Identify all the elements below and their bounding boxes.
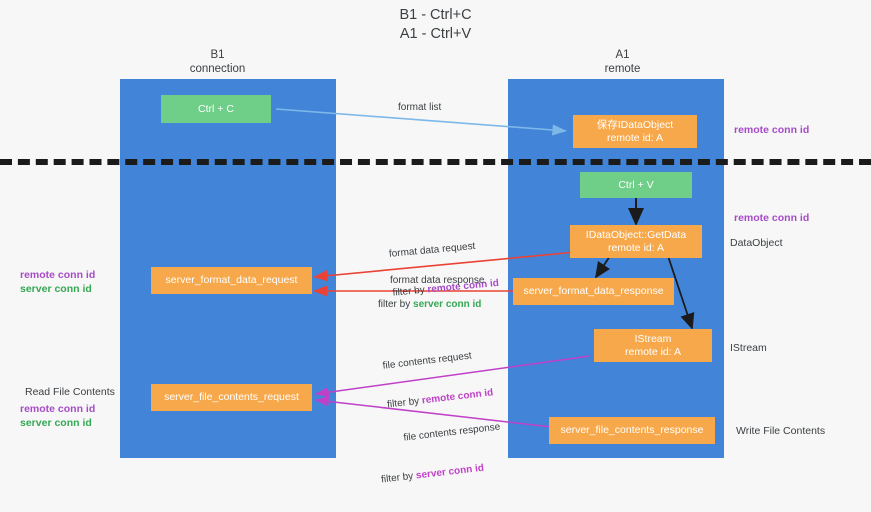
label-format-list: format list <box>398 102 442 113</box>
filter-prefix: filter by <box>380 470 417 486</box>
annotation-server-conn-id: server conn id <box>20 417 92 429</box>
annotation-dataobject: DataObject <box>730 237 783 249</box>
annotation-read-file-contents: Read File Contents <box>25 386 115 398</box>
box-server-file-contents-response[interactable]: server_file_contents_response <box>549 417 715 444</box>
filter-prefix: filter by <box>378 299 414 310</box>
label-format-data-response: format data response <box>390 275 485 286</box>
filter-key-server-conn-id: server conn id <box>413 299 482 310</box>
annotation-left-conn-ids: remote conn id server conn id <box>20 268 95 296</box>
label-file-contents-request: file contents request <box>382 350 473 372</box>
annotation-server-conn-id: server conn id <box>20 283 92 295</box>
column-header-a1: A1 remote <box>604 49 641 75</box>
box-ctrl-c[interactable]: Ctrl + C <box>161 95 271 123</box>
diagram-canvas: B1 - Ctrl+C A1 - Ctrl+V B1 connection A1… <box>0 7 871 485</box>
filter-key-server-conn-id: server conn id <box>415 462 485 482</box>
annotation-text: remote conn id <box>734 212 810 224</box>
annotation-text: remote conn id <box>734 124 810 136</box>
label-format-data-request: format data request <box>388 240 476 260</box>
label-file-contents-response-group: file contents response filter by server … <box>373 395 508 512</box>
box-save-dataobject[interactable]: 保存IDataObject remote id: A <box>573 115 697 148</box>
box-getdata[interactable]: IDataObject::GetData remote id: A <box>570 225 702 258</box>
annotation-write-file-contents: Write File Contents <box>736 425 826 437</box>
label-format-data-response-filter: filter by server conn id <box>378 298 481 311</box>
page-title: B1 - Ctrl+C A1 - Ctrl+V <box>399 7 472 42</box>
annotation-istream: IStream <box>730 342 767 354</box>
column-header-b1: B1 connection <box>189 49 246 75</box>
box-ctrl-v[interactable]: Ctrl + V <box>580 172 692 198</box>
box-server-format-data-response[interactable]: server_format_data_response <box>513 278 674 305</box>
section-divider <box>0 159 871 165</box>
annotation-right-top-remote-conn-id: remote conn id <box>734 123 809 137</box>
box-server-file-contents-request[interactable]: server_file_contents_request <box>151 384 312 411</box>
annotation-remote-conn-id: remote conn id <box>20 403 96 415</box>
annotation-remote-conn-id: remote conn id <box>20 269 96 281</box>
label-file-contents-response: file contents response <box>402 421 501 444</box>
annotation-right-mid-remote-conn-id: remote conn id <box>734 211 809 225</box>
label-file-contents-response-filter: filter by server conn id <box>380 459 505 486</box>
box-istream[interactable]: IStream remote id: A <box>594 329 712 362</box>
box-server-format-data-request[interactable]: server_format_data_request <box>151 267 312 294</box>
annotation-left-lower-conn-ids: remote conn id server conn id <box>20 402 95 430</box>
